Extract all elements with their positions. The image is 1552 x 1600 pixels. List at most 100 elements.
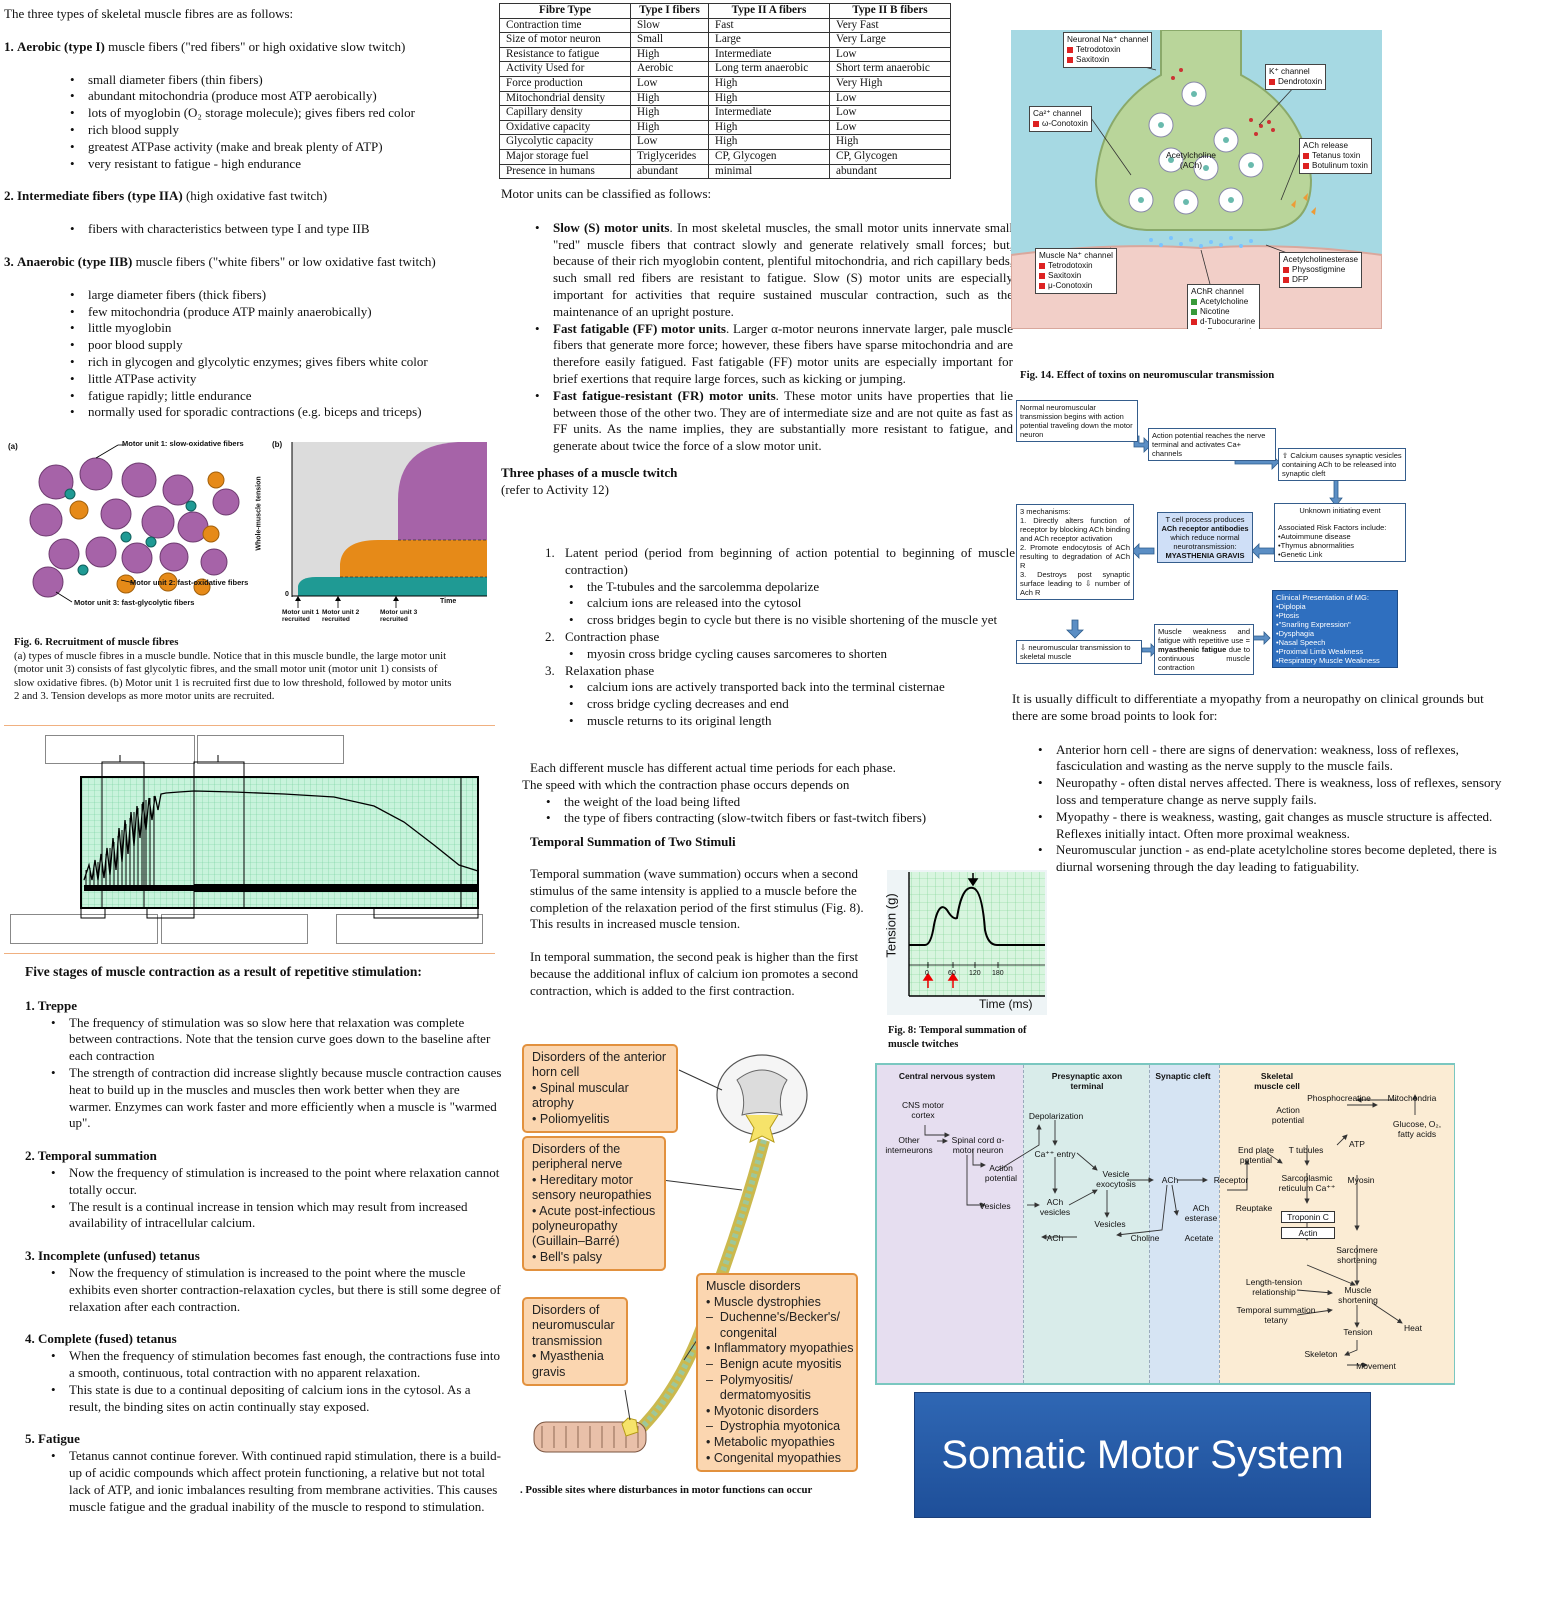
toxin-name: d-Tubocurarine	[1200, 317, 1256, 326]
phase-items: myosin cross bridge cycling causes sarco…	[569, 646, 1015, 663]
temporal-p1: Temporal summation (wave summation) occu…	[530, 866, 864, 932]
concept-node: Depolarization	[1028, 1111, 1084, 1121]
myopathy-intro: It is usually difficult to differentiate…	[1012, 691, 1484, 723]
list-item: the type of fibers contracting (slow-twi…	[546, 810, 992, 827]
list-item: Slow (S) motor units. In most skeletal m…	[535, 220, 1013, 321]
flow-box-6-item: 1. Directly alters function of receptor …	[1020, 516, 1130, 543]
motor-unit-text: . Larger α-motor neurons innervate large…	[553, 320, 1014, 386]
list-item: myosin cross bridge cycling causes sarco…	[569, 646, 1015, 663]
table-header: Type II B fibers	[829, 3, 951, 19]
five-stages-section: Five stages of muscle contraction as a r…	[25, 964, 505, 1515]
motor-unit-head: Fast fatigue-resistant (FR) motor units	[553, 387, 776, 403]
concept-node: Myosin	[1347, 1175, 1375, 1185]
type1-num: 1.	[4, 38, 14, 54]
table-header: Type II A fibers	[708, 3, 830, 19]
table-cell: Slow	[630, 17, 709, 34]
motor-unit-head: Slow (S) motor units	[553, 219, 670, 235]
toxin-row: α-Bungarotoxin	[1191, 327, 1256, 329]
toxin-row: Botulinum toxin	[1303, 161, 1368, 171]
concept-node: Glucose, O₂, fatty acids	[1392, 1119, 1442, 1139]
disorder-item-text: Acute post-infectious polyneuropathy (Gu…	[532, 1203, 656, 1249]
fig6-caption: Fig. 6. Recruitment of muscle fibres (a)…	[14, 636, 454, 704]
toxin-name: Nicotine	[1200, 307, 1230, 316]
toxin-name: Botulinum toxin	[1312, 161, 1368, 170]
stage-1: 1. Treppe The frequency of stimulation w…	[25, 998, 505, 1132]
concept-node: Phosphocreatine	[1307, 1093, 1371, 1103]
toxin-name: Dendrotoxin	[1278, 77, 1323, 86]
divider	[4, 953, 495, 954]
toxin-name: α-Bungarotoxin	[1200, 327, 1256, 329]
antagonist-icon	[1283, 267, 1289, 273]
list-item: rich blood supply	[70, 122, 504, 139]
phase-head: Relaxation phase	[565, 662, 655, 678]
disorder-item-text: Spinal muscular atrophy	[532, 1080, 629, 1111]
type2a-list: fibers with characteristics between type…	[70, 221, 504, 238]
list-item: Tetanus cannot continue forever. With co…	[51, 1448, 505, 1515]
table-cell: abundant	[829, 163, 951, 180]
table-cell: Low	[630, 75, 709, 92]
table-cell: Intermediate	[708, 105, 830, 121]
toxin-row: ω-Conotoxin	[1033, 119, 1088, 129]
concept-col-bg	[1149, 1065, 1220, 1383]
phases-title: Three phases of a muscle twitch	[501, 464, 678, 480]
concept-node: Action potential	[984, 1163, 1018, 1183]
flow-box-4: Unknown initiating event Associated Risk…	[1274, 503, 1406, 562]
concept-col-title: Presynaptic axon terminal	[1051, 1071, 1123, 1091]
list-item: small diameter fibers (thin fibers)	[70, 72, 504, 89]
phase-num: 2.	[545, 628, 555, 644]
toxin-box-title: AChR channel	[1191, 287, 1244, 296]
stage-5: 5. Fatigue Tetanus cannot continue forev…	[25, 1431, 505, 1515]
table-cell: Small	[630, 32, 709, 48]
concept-col-bg	[1219, 1065, 1454, 1383]
toxin-name: DFP	[1292, 275, 1309, 284]
phases-subtitle: (refer to Activity 12)	[501, 481, 609, 497]
table-cell: abundant	[630, 163, 709, 180]
flow-box-9-item: •Respiratory Muscle Weakness	[1276, 656, 1380, 665]
type2b-heading: 3. Anaerobic (type IIB) muscle fibers ("…	[4, 254, 504, 271]
flow-box-8-b: myasthenic fatigue	[1158, 645, 1227, 654]
fig6a-label: (a)	[8, 442, 18, 451]
agonist-icon	[1191, 309, 1197, 315]
flow-box-4-title: Unknown initiating event	[1299, 506, 1381, 515]
toxin-row: Nicotine	[1191, 307, 1256, 317]
table-cell: High	[708, 75, 830, 92]
disorder-item-text: Hereditary motor sensory neuropathies	[532, 1172, 652, 1203]
divider	[4, 725, 495, 726]
concept-node: ACh	[1046, 1233, 1064, 1243]
concept-node: Troponin C	[1281, 1211, 1335, 1223]
table-cell: Force production	[499, 75, 631, 92]
table-cell: High	[630, 90, 709, 107]
concept-map-arrows	[924, 1094, 1418, 1368]
table-cell: Glycolytic capacity	[499, 134, 631, 150]
flow-box-9-title: Clinical Presentation of MG:	[1276, 593, 1369, 602]
concept-node: Vesicles	[979, 1201, 1011, 1211]
table-cell: High	[630, 119, 709, 136]
table-cell: Triglycerides	[630, 148, 709, 165]
concept-col-title: Skeletal muscle cell	[1254, 1071, 1300, 1091]
fig6b-r1: Motor unit 1 recruited	[282, 609, 320, 623]
list-item: The result is a continual increase in te…	[51, 1199, 505, 1233]
concept-node: Other interneurons	[885, 1135, 933, 1155]
toxin-row: Dendrotoxin	[1269, 77, 1322, 87]
table-cell: Very Fast	[829, 17, 951, 34]
disorder-item: dermatomyositis	[706, 1388, 811, 1403]
disorder-item: • Bell's palsy	[532, 1249, 602, 1264]
toxin-name: Acetylcholine	[1200, 297, 1249, 306]
stage-3: 3. Incomplete (unfused) tetanus Now the …	[25, 1248, 505, 1315]
stage-head: Complete (fused) tetanus	[38, 1331, 177, 1347]
stage-2: 2. Temporal summation Now the frequency …	[25, 1148, 505, 1232]
list-item: greatest ATPase activity (make and break…	[70, 139, 504, 156]
concept-node: Skeleton	[1304, 1349, 1338, 1359]
list-item: Fast fatigue-resistant (FR) motor units.…	[535, 388, 1013, 455]
concept-node: Ca⁺⁺ entry	[1034, 1149, 1076, 1159]
disorder-box-title: Muscle disorders	[706, 1279, 801, 1293]
type1-rest: muscle fibers ("red fibers" or high oxid…	[104, 38, 406, 54]
toxin-name: Physostigmine	[1292, 265, 1346, 274]
antagonist-icon	[1283, 277, 1289, 283]
